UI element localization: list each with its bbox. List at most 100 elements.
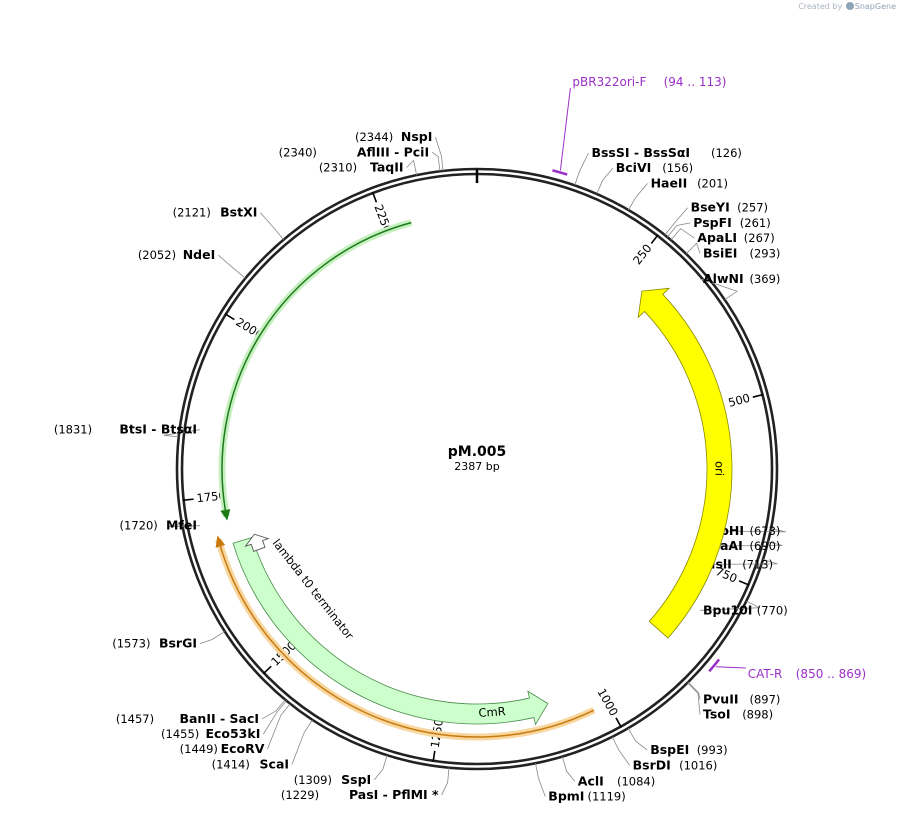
site-position: (1016)	[679, 758, 717, 772]
primer-arc	[552, 169, 568, 176]
tick-mark	[371, 191, 378, 203]
site-label: NspI(2344)	[355, 129, 444, 171]
site-position: (2052)	[138, 248, 176, 262]
site-leader-line	[687, 681, 701, 700]
site-name: BtsI - BtsαI	[119, 422, 197, 437]
tick-mark	[650, 234, 659, 245]
site-position: (713)	[742, 557, 773, 571]
plasmid-name: pM.005	[448, 444, 507, 460]
site-label: EcoRV(1449)	[180, 703, 291, 756]
site-position: (673)	[750, 524, 781, 538]
tick-mark	[752, 393, 764, 398]
tick-mark	[182, 498, 194, 502]
site-name: AlwNI	[703, 271, 744, 286]
site-leader-line	[670, 228, 695, 241]
site-leader-line	[291, 719, 313, 765]
site-label: HaeII(201)	[628, 175, 728, 211]
credit-prefix: Created by	[798, 2, 843, 11]
site-label: BpmI(1119)	[535, 763, 626, 804]
site-name: PspFI	[693, 215, 732, 230]
site-position: (1831)	[54, 423, 92, 437]
site-position: (1309)	[294, 773, 332, 787]
site-leader-line	[627, 727, 648, 751]
tick-mark	[432, 750, 436, 762]
tick-label: 1000	[595, 686, 621, 718]
primer-sites: pBR322ori-F(94 .. 113)CAT-R(850 .. 869)	[552, 75, 866, 681]
tick-mark	[262, 665, 272, 675]
site-position: (293)	[750, 246, 781, 260]
site-leader-line	[685, 242, 701, 255]
site-name: BsrGI	[159, 636, 197, 651]
site-position: (1573)	[112, 637, 150, 651]
site-position: (1084)	[617, 774, 655, 788]
site-name: BseYI	[691, 200, 730, 215]
site-leader-line	[628, 183, 648, 211]
site-leader-line	[699, 278, 738, 301]
site-name: SspI	[341, 772, 371, 787]
site-leader-line	[261, 699, 286, 720]
site-name: PvuII	[703, 691, 739, 706]
site-leader-line	[611, 736, 630, 766]
site-name: Eco53kI	[205, 726, 260, 741]
site-label: Bpu10I(770)	[699, 600, 788, 617]
site-label: AlwNI (369)	[699, 271, 781, 301]
site-leader-line	[699, 541, 783, 547]
site-name: PasI - PflMI *	[349, 787, 439, 802]
site-label: BstXI(2121)	[173, 205, 285, 240]
site-label: AflIII - PciI (2340)	[279, 144, 441, 172]
site-position: (369)	[750, 272, 781, 286]
map-center: pM.005 2387 bp	[448, 444, 507, 473]
site-name: NdeI	[183, 247, 216, 262]
site-position: (1455)	[161, 727, 199, 741]
site-position: (1720)	[120, 519, 158, 533]
site-label: SspI (1309)	[294, 755, 388, 787]
credit-brand: SnapGene	[854, 2, 896, 11]
site-name: TsoI	[703, 707, 731, 722]
site-position: (267)	[744, 231, 775, 245]
cmr-label: CmR	[478, 704, 506, 720]
site-leader-line	[167, 523, 201, 528]
site-name: EcoRV	[221, 741, 265, 756]
primer-1: CAT-R (850 .. 869)	[708, 658, 866, 681]
site-name: TaqII	[370, 160, 404, 175]
site-leader-line	[441, 767, 450, 796]
site-position: (2310)	[319, 161, 357, 175]
site-label: PspFI(261)	[666, 215, 771, 238]
site-name: AclI	[578, 773, 604, 788]
site-position: (1229)	[281, 788, 319, 802]
site-name: BciVI	[616, 160, 652, 175]
terminator-region-arc	[218, 219, 413, 521]
site-leader-line	[687, 682, 701, 715]
primer-label: CAT-R	[748, 667, 783, 681]
site-label: MfeI(1720)	[120, 518, 201, 533]
site-position: (1414)	[212, 757, 250, 771]
site-label: ScaI (1414)	[212, 719, 313, 771]
site-position: (2121)	[173, 206, 211, 220]
terminator-region-arrowhead	[220, 509, 231, 521]
site-position: (257)	[737, 201, 768, 215]
site-label: Eco53kI (1455)	[161, 700, 287, 741]
site-name: BpmI	[548, 789, 584, 804]
site-leader-line	[163, 429, 201, 438]
site-leader-line	[596, 167, 614, 195]
site-name: BssSI - BssSαI	[591, 145, 690, 160]
site-label: BspEI(993)	[627, 727, 728, 757]
site-position: (897)	[750, 692, 781, 706]
site-leader-line	[373, 755, 388, 781]
site-name: ScaI	[260, 756, 290, 771]
primer-range: (94 .. 113)	[664, 75, 727, 89]
site-position: (2340)	[279, 145, 317, 159]
site-position: (201)	[697, 176, 728, 190]
site-position: (1457)	[116, 712, 154, 726]
primer-range: (850 .. 869)	[796, 667, 866, 681]
site-label: ApaLI(267)	[670, 228, 775, 245]
site-leader-line	[267, 703, 291, 750]
site-leader-line	[406, 159, 417, 176]
site-name: AflIII - PciI	[357, 144, 429, 159]
site-leader-line	[699, 528, 786, 533]
tick-label: 250	[630, 241, 655, 267]
feature-cmr: CmR	[232, 536, 549, 726]
plasmid-length: 2387 bp	[454, 460, 499, 473]
site-leader-line	[218, 254, 246, 279]
